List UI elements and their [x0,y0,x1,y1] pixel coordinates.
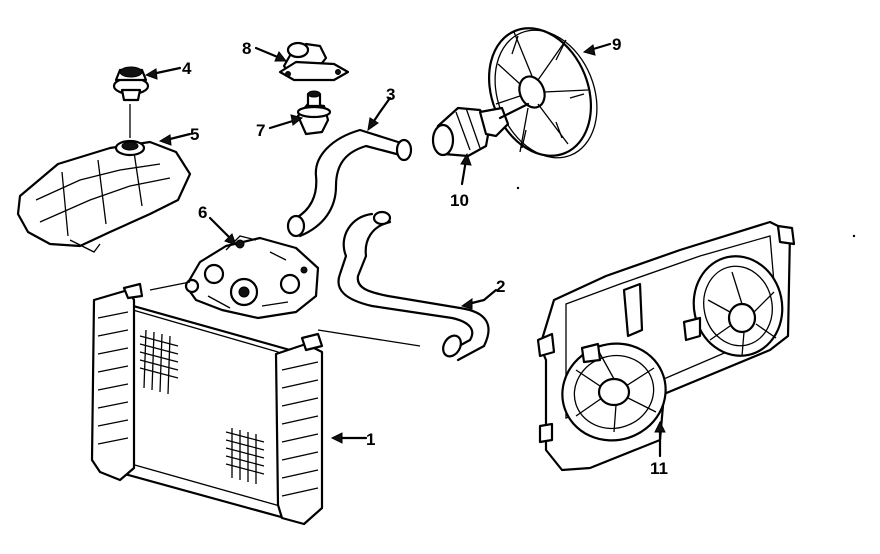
callout-2: 2 [496,277,505,296]
reservoir-cap [112,66,150,102]
speck [852,234,856,238]
thermostat [296,90,332,136]
callout-4: 4 [182,59,192,78]
callout-5: 5 [190,125,199,144]
callout-labels: 1 2 3 4 5 6 7 8 9 10 11 [182,35,668,478]
callout-7: 7 [256,121,265,140]
lower-radiator-hose [317,210,490,362]
radiator [90,282,324,526]
speck [516,186,520,190]
callout-11: 11 [650,459,668,478]
callout-9: 9 [612,35,621,54]
coolant-reservoir [16,104,192,253]
water-pump [149,235,320,320]
thermostat-housing [278,41,350,82]
fan-shroud-assembly [536,220,796,472]
fan-clutch [431,102,530,158]
callout-6: 6 [198,203,207,222]
callout-1: 1 [366,430,375,449]
callout-3: 3 [386,85,395,104]
callout-8: 8 [242,39,251,58]
leader-lines [144,42,666,458]
fan-pulley [487,27,598,159]
upper-radiator-hose [286,128,413,238]
callout-10: 10 [450,191,469,210]
